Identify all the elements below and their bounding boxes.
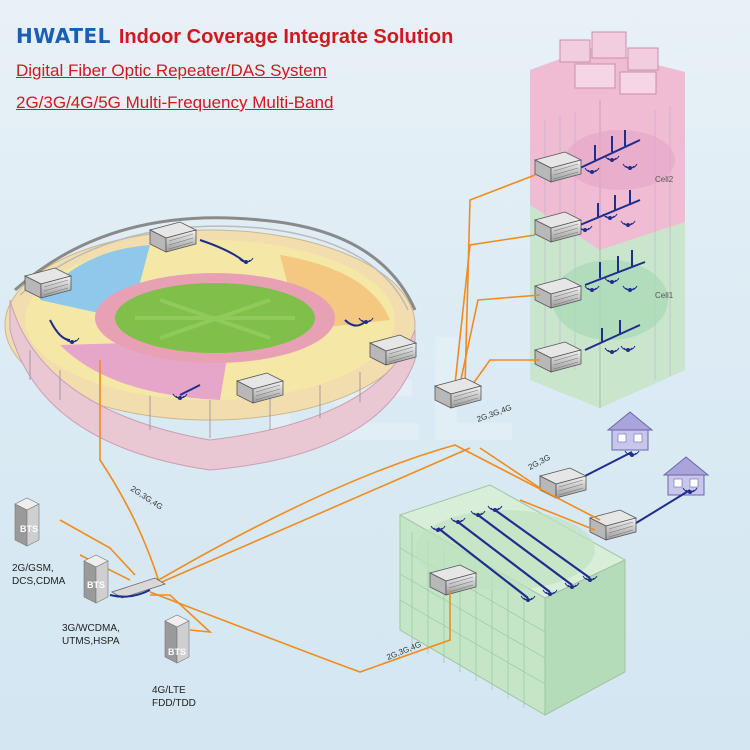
bts-1-caption-line1: 2G/GSM, xyxy=(12,563,54,574)
bts-group: BTS BTS BTS xyxy=(14,497,190,664)
bts-3-caption: 4G/LTE FDD/TDD xyxy=(152,684,196,710)
house-2 xyxy=(663,456,709,496)
bts-3-caption-line2: FDD/TDD xyxy=(152,698,196,709)
houses-link-label: 2G,3G xyxy=(527,453,552,472)
subtitle-das: Digital Fiber Optic Repeater/DAS System xyxy=(16,61,327,80)
header: HWATEL Indoor Coverage Integrate Solutio… xyxy=(16,24,453,113)
bts-2-caption-line2: UTMS,HSPA xyxy=(62,636,120,647)
brand-logo: HWATEL xyxy=(16,24,111,48)
bts-2-caption: 3G/WCDMA, UTMS,HSPA xyxy=(62,622,120,648)
bts-2-icon xyxy=(83,554,109,604)
office-building xyxy=(398,484,627,716)
bts-3-label: BTS xyxy=(168,647,186,657)
stadium xyxy=(4,216,417,471)
subtitle-bands: 2G/3G/4G/5G Multi-Frequency Multi-Band xyxy=(16,93,334,112)
cell2-label: Cell2 xyxy=(655,175,674,184)
bts-2-caption-line1: 3G/WCDMA, xyxy=(62,623,120,634)
stadium-link-label: 2G,3G,4G xyxy=(129,484,164,511)
bts-1-label: BTS xyxy=(20,524,38,534)
house-1 xyxy=(607,411,653,451)
cell1-label: Cell1 xyxy=(655,291,674,300)
page-title: Indoor Coverage Integrate Solution xyxy=(118,26,454,48)
bts-1-icon xyxy=(14,497,40,547)
houses xyxy=(539,411,709,541)
house-remote-unit xyxy=(539,467,587,499)
bts-1-caption: 2G/GSM, DCS,CDMA xyxy=(12,562,65,588)
office-link-label: 2G,3G,4G xyxy=(385,640,422,662)
bts-1-caption-line2: DCS,CDMA xyxy=(12,576,66,587)
office-tower: Cell2 Cell1 xyxy=(530,31,685,408)
house-remote-unit xyxy=(589,509,637,541)
bts-3-caption-line1: 4G/LTE xyxy=(152,685,186,696)
bts-2-label: BTS xyxy=(87,580,105,590)
